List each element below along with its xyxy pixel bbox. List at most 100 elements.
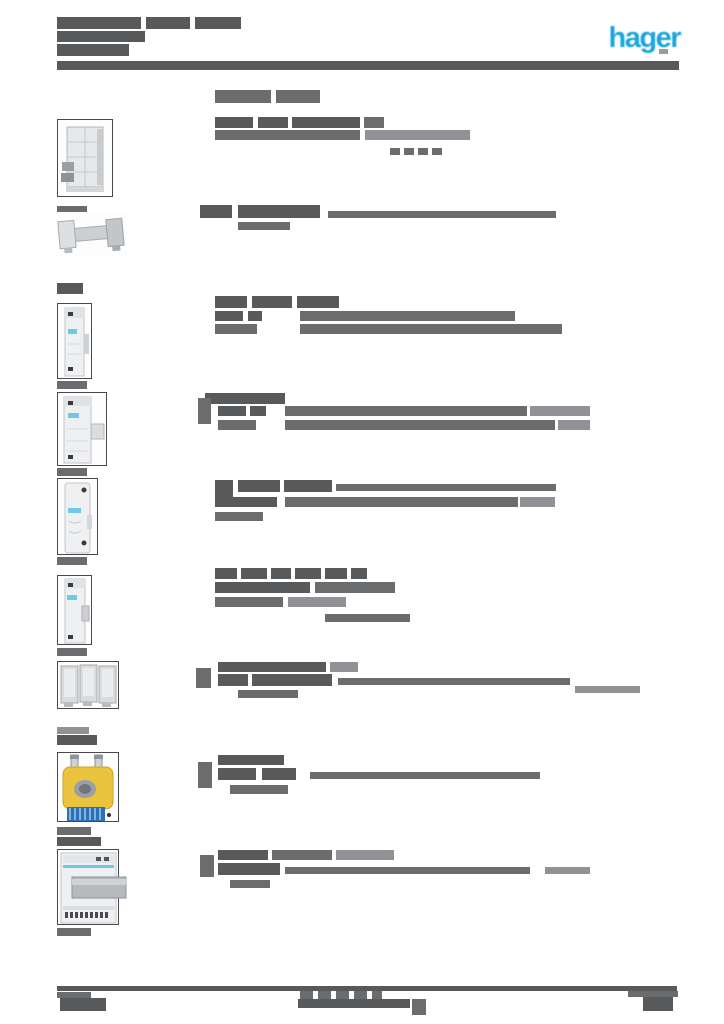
product-photo-aux-contact xyxy=(57,303,92,379)
product-text-redacted xyxy=(404,148,414,155)
product-text-redacted xyxy=(258,117,288,128)
header-title-redacted xyxy=(146,17,190,29)
product-text-redacted xyxy=(215,568,237,579)
product-ref-redacted xyxy=(57,928,91,936)
product-text-redacted xyxy=(248,311,262,321)
product-text-redacted xyxy=(252,674,332,686)
product-text-redacted xyxy=(230,785,288,794)
product-photo-fuse-module xyxy=(57,392,107,466)
product-text-redacted xyxy=(315,582,395,593)
product-text-redacted xyxy=(330,662,358,672)
product-text-redacted xyxy=(205,393,285,404)
product-text-redacted xyxy=(297,296,339,308)
product-photo-switch-1m xyxy=(57,575,92,645)
product-text-redacted xyxy=(238,480,280,492)
footer-redacted xyxy=(336,991,349,999)
product-text-redacted xyxy=(285,497,518,507)
product-ref-redacted xyxy=(57,468,87,476)
product-photo-ct-yellow xyxy=(57,752,119,822)
product-photo-changeover xyxy=(57,849,127,925)
product-text-redacted xyxy=(271,568,291,579)
product-ref-redacted xyxy=(57,727,89,734)
product-text-redacted xyxy=(272,850,332,860)
product-ref-redacted xyxy=(57,206,87,214)
product-text-redacted xyxy=(218,768,256,780)
product-ref-redacted xyxy=(57,648,87,656)
section-heading-redacted xyxy=(215,90,271,103)
footer-redacted xyxy=(318,991,331,999)
product-photo-triple-module xyxy=(57,661,119,709)
footer-redacted xyxy=(628,991,678,997)
product-text-redacted xyxy=(300,311,515,321)
footer-redacted xyxy=(60,998,106,1011)
product-text-redacted xyxy=(285,406,527,416)
product-text-redacted xyxy=(292,117,360,128)
product-text-redacted xyxy=(328,211,556,218)
product-text-redacted xyxy=(200,205,232,218)
product-text-redacted xyxy=(215,597,283,607)
product-text-redacted xyxy=(390,148,400,155)
footer-redacted xyxy=(57,986,677,991)
header-title-redacted xyxy=(195,17,241,29)
product-text-redacted xyxy=(215,324,257,334)
product-text-redacted xyxy=(252,296,292,308)
product-text-redacted xyxy=(198,398,211,424)
product-text-redacted xyxy=(545,867,590,874)
product-ref-redacted xyxy=(57,827,91,835)
footer-redacted xyxy=(57,992,91,998)
product-text-redacted xyxy=(238,690,298,698)
product-text-redacted xyxy=(215,497,277,507)
product-text-redacted xyxy=(364,117,384,128)
product-text-redacted xyxy=(520,497,555,507)
product-ref-redacted xyxy=(57,557,87,565)
product-text-redacted xyxy=(215,296,247,308)
product-text-redacted xyxy=(215,512,263,521)
product-text-redacted xyxy=(338,678,570,685)
footer-redacted xyxy=(372,991,382,999)
product-text-redacted xyxy=(215,117,253,128)
product-text-redacted xyxy=(285,420,555,430)
hager-logo: hager xyxy=(608,22,682,54)
product-text-redacted xyxy=(284,480,332,492)
product-text-redacted xyxy=(418,148,428,155)
product-text-redacted xyxy=(218,850,268,860)
product-text-redacted xyxy=(218,755,284,765)
product-ref-redacted xyxy=(57,837,101,846)
product-text-redacted xyxy=(310,772,540,779)
product-text-redacted xyxy=(295,568,321,579)
product-text-redacted xyxy=(250,406,266,416)
header-rule xyxy=(57,61,679,70)
footer-redacted xyxy=(643,997,673,1011)
footer-redacted xyxy=(412,999,426,1015)
hager-logo-registered-mark xyxy=(659,49,668,54)
product-text-redacted xyxy=(238,205,320,218)
product-text-redacted xyxy=(241,568,267,579)
product-text-redacted xyxy=(365,130,470,140)
product-text-redacted xyxy=(262,768,296,780)
product-text-redacted xyxy=(336,484,556,491)
product-ref-redacted xyxy=(57,381,87,389)
product-text-redacted xyxy=(218,662,326,672)
product-text-redacted xyxy=(325,614,410,622)
product-text-redacted xyxy=(238,222,290,230)
header-title-redacted xyxy=(57,17,141,29)
footer-redacted xyxy=(300,991,313,999)
product-text-redacted xyxy=(218,420,256,430)
product-text-redacted xyxy=(432,148,442,155)
section-heading-redacted xyxy=(276,90,320,103)
product-photo-module-b xyxy=(57,478,98,555)
product-text-redacted xyxy=(285,867,530,874)
footer-redacted xyxy=(354,991,367,999)
product-text-redacted xyxy=(288,597,346,607)
product-text-redacted xyxy=(198,762,212,788)
product-text-redacted xyxy=(300,324,562,334)
product-text-redacted xyxy=(558,420,590,430)
product-text-redacted xyxy=(351,568,367,579)
product-photo-din-bracket xyxy=(55,212,127,256)
product-text-redacted xyxy=(196,668,211,688)
product-text-redacted xyxy=(215,130,360,140)
footer-redacted xyxy=(298,999,410,1008)
product-ref-redacted xyxy=(57,283,83,294)
product-text-redacted xyxy=(230,880,270,888)
